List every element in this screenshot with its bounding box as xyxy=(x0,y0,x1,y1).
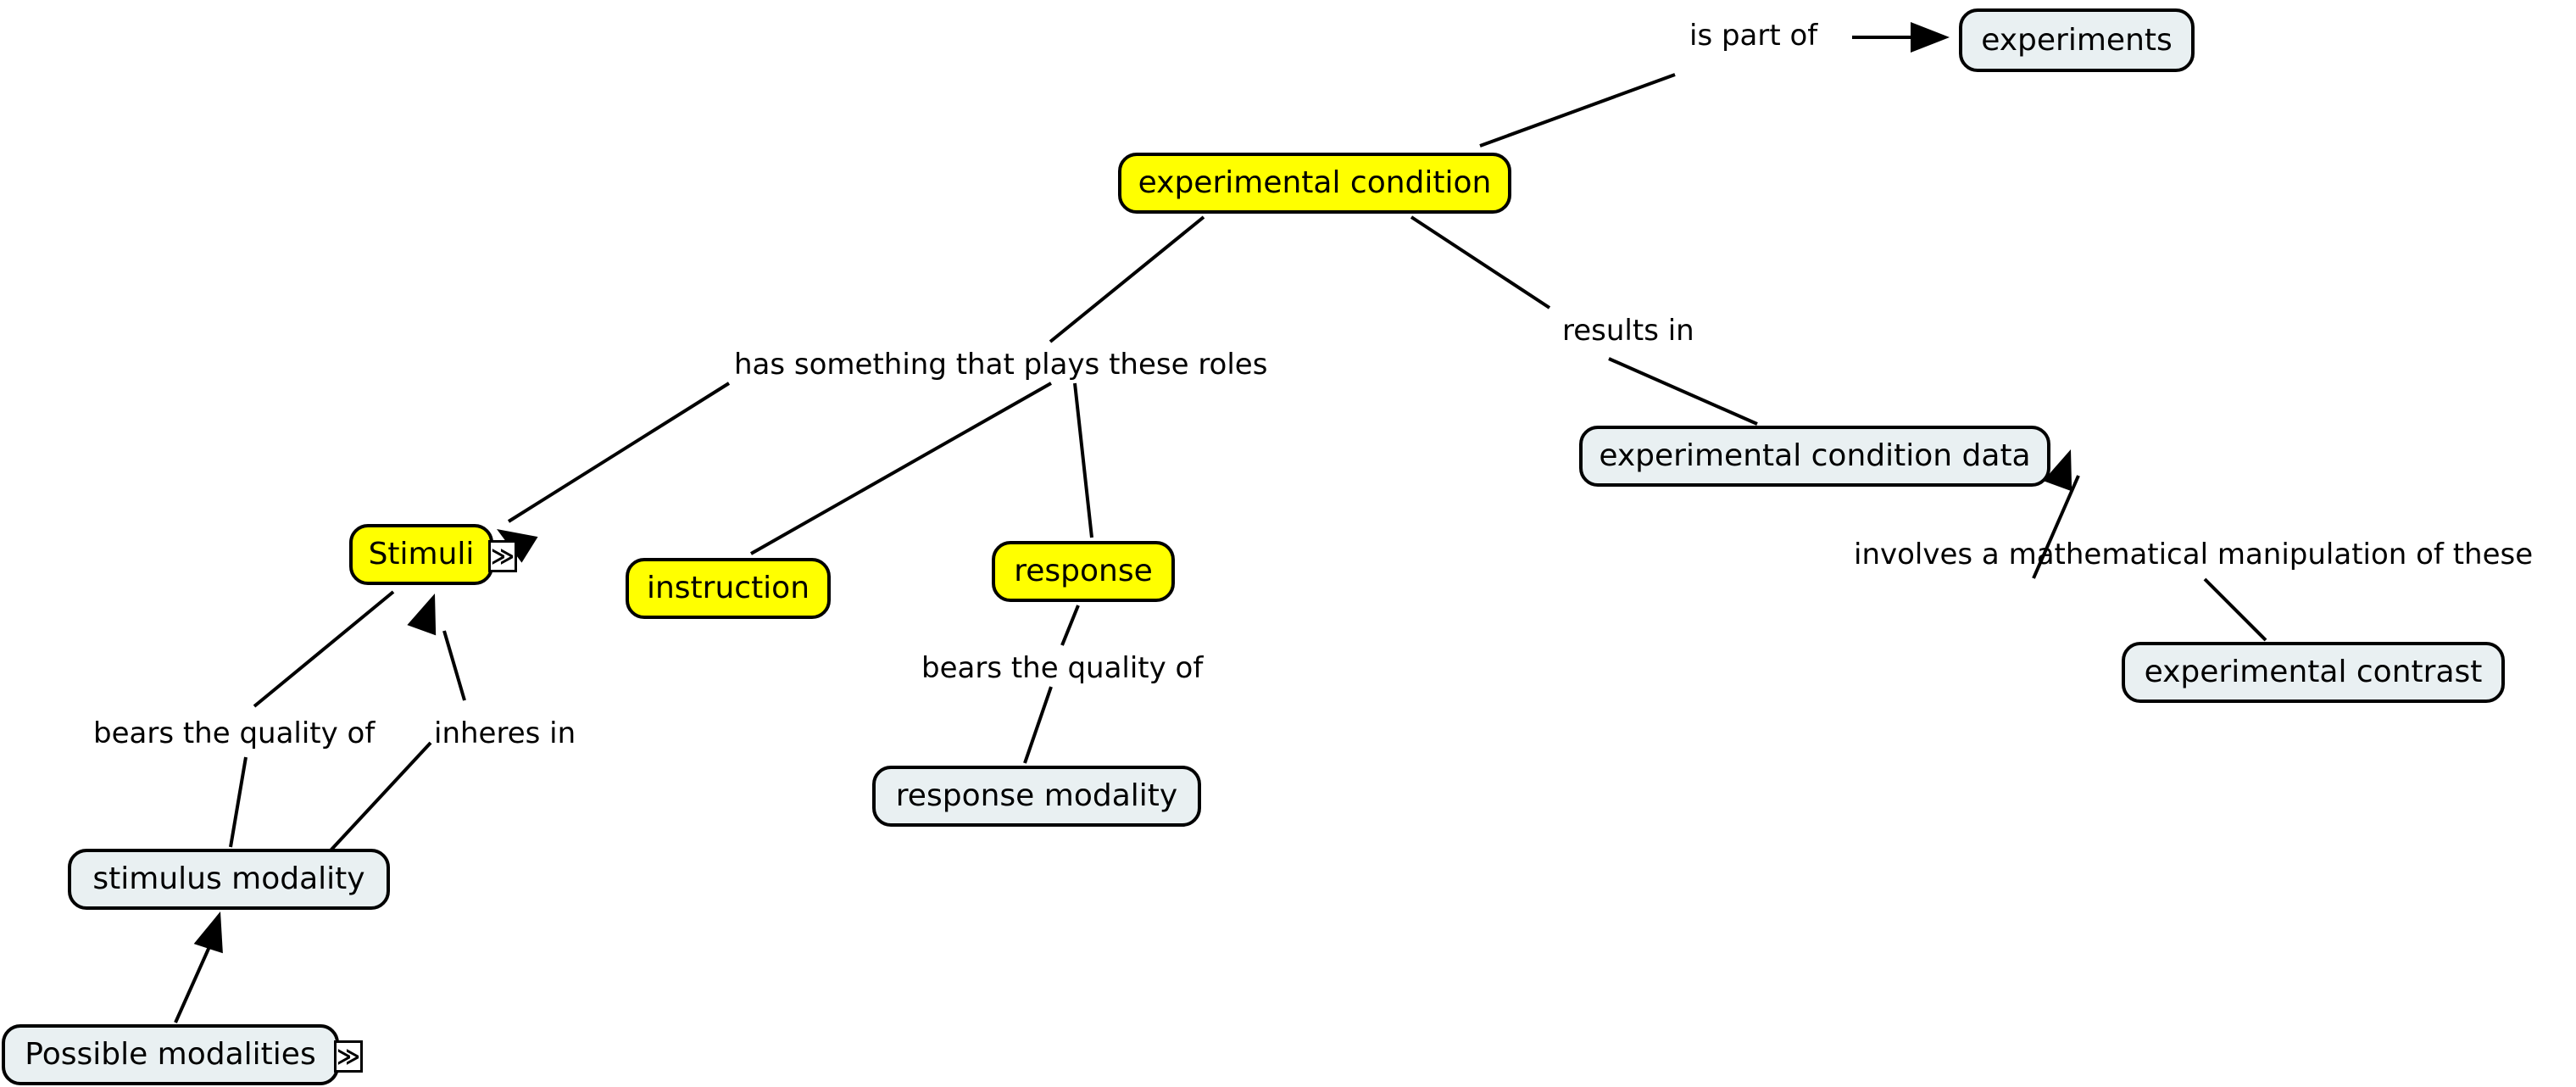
double-chevron-glyph: ≫ xyxy=(490,543,515,570)
node-instruction[interactable]: instruction xyxy=(626,558,831,619)
node-label: experimental condition data xyxy=(1599,438,2031,473)
edge-line[interactable] xyxy=(1608,357,1758,426)
edge-arrowhead xyxy=(497,529,538,563)
edge-line[interactable] xyxy=(1410,215,1551,309)
edge-label-results-in[interactable]: results in xyxy=(1562,314,1694,348)
edge-arrowhead xyxy=(1911,22,1950,53)
edge-label-bears-the-quality-of-response[interactable]: bears the quality of xyxy=(921,651,1204,685)
edge-line[interactable] xyxy=(1479,73,1676,148)
edge-line[interactable] xyxy=(329,741,432,852)
node-label: response xyxy=(1014,554,1153,588)
double-chevron-icon[interactable]: ≫ xyxy=(488,540,517,572)
node-stimulus-modality[interactable]: stimulus modality xyxy=(68,849,390,910)
edge-line[interactable] xyxy=(2032,475,2080,579)
edge-label-bears-the-quality-of-stimulus[interactable]: bears the quality of xyxy=(93,716,376,750)
node-label: experimental contrast xyxy=(2144,655,2483,689)
edge-line-group xyxy=(174,36,2267,1023)
edge-line[interactable] xyxy=(1049,215,1205,343)
double-chevron-glyph: ≫ xyxy=(336,1043,361,1070)
edge-line[interactable] xyxy=(229,756,248,848)
node-experimental-contrast[interactable]: experimental contrast xyxy=(2122,642,2505,703)
node-label: Stimuli xyxy=(368,537,475,571)
edge-line[interactable] xyxy=(507,382,731,523)
edge-line[interactable] xyxy=(1073,382,1093,538)
edge-arrowhead xyxy=(407,594,437,636)
edge-label-inheres-in[interactable]: inheres in xyxy=(434,716,576,750)
node-label: experimental condition xyxy=(1138,165,1492,200)
edge-label-involves-a-mathematical-manipulation-of-these[interactable]: involves a mathematical manipulation of … xyxy=(1854,538,2534,571)
node-experimental-condition[interactable]: experimental condition xyxy=(1118,153,1511,214)
node-stimuli[interactable]: Stimuli xyxy=(349,524,493,585)
edge-label-is-part-of[interactable]: is part of xyxy=(1689,19,1818,53)
edge-line[interactable] xyxy=(1060,605,1080,646)
edge-line[interactable] xyxy=(750,382,1052,555)
double-chevron-icon[interactable]: ≫ xyxy=(334,1040,363,1073)
edge-label-has-something-that-plays-these-roles[interactable]: has something that plays these roles xyxy=(734,348,1268,382)
node-label: instruction xyxy=(646,571,810,605)
node-label: Possible modalities xyxy=(25,1037,316,1072)
edge-line[interactable] xyxy=(442,630,466,701)
edge-line[interactable] xyxy=(253,590,395,708)
node-possible-modalities[interactable]: Possible modalities xyxy=(2,1024,339,1085)
node-response[interactable]: response xyxy=(992,541,1175,602)
edge-arrowhead xyxy=(2043,449,2072,492)
node-label: response modality xyxy=(895,778,1178,813)
node-label: experiments xyxy=(1981,22,2173,58)
node-label: stimulus modality xyxy=(92,861,365,896)
edge-line[interactable] xyxy=(2203,577,2267,642)
edge-line[interactable] xyxy=(1023,686,1053,764)
edge-arrowhead-group xyxy=(193,22,2072,954)
edge-line[interactable] xyxy=(174,940,214,1023)
node-experimental-condition-data[interactable]: experimental condition data xyxy=(1579,426,2050,487)
edge-arrowhead xyxy=(193,911,223,954)
node-experiments[interactable]: experiments xyxy=(1959,8,2195,72)
node-response-modality[interactable]: response modality xyxy=(872,766,1201,827)
